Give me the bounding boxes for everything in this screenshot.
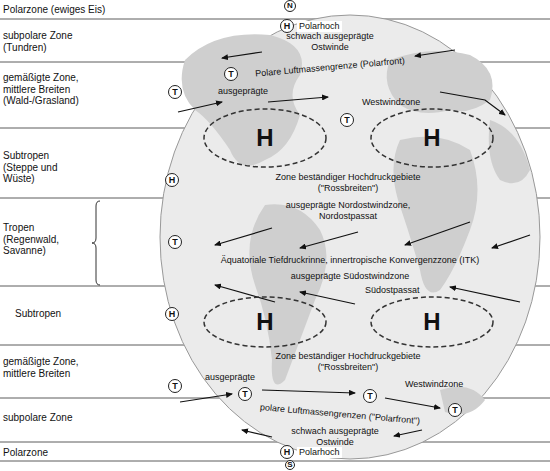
zone-label: gemäßigte Zone, mittlere Breiten — [3, 356, 103, 379]
zone-label: Polarzone (ewiges Eis) — [3, 4, 105, 16]
pressure-symbol: T — [448, 403, 462, 417]
high-letter: H — [256, 310, 273, 334]
circulation-label: ausgeprägte — [205, 372, 255, 383]
pressure-letter: H — [284, 22, 291, 31]
pressure-symbol: H — [165, 307, 179, 321]
high-letter: H — [256, 126, 273, 150]
pressure-letter: H — [169, 176, 176, 185]
high-pressure-zone: H — [370, 296, 494, 348]
high-pressure-zone: H — [203, 296, 327, 348]
pressure-letter: S — [287, 461, 292, 469]
pressure-symbol: T — [168, 235, 182, 249]
pressure-symbol: T — [363, 389, 377, 403]
pressure-letter: H — [284, 448, 291, 457]
zone-label: gemäßigte Zone, mittlere Breiten (Wald-/… — [3, 72, 103, 107]
zone-label: Tropen (Regenwald, Savanne) — [3, 222, 81, 257]
globe — [160, 15, 540, 459]
pressure-letter: T — [367, 392, 373, 401]
pressure-letter: T — [242, 390, 248, 399]
circulation-label: Zone beständiger Hochdruckgebiete ("Ross… — [263, 172, 433, 193]
wind-arrows — [178, 50, 530, 437]
pressure-symbol: S — [285, 460, 295, 470]
high-letter: H — [423, 310, 440, 334]
zone-label: Polarzone — [3, 447, 48, 459]
high-pressure-zone: H — [203, 108, 327, 168]
pressure-symbol: T — [340, 113, 354, 127]
pressure-letter: T — [228, 70, 234, 79]
pressure-letter: T — [172, 238, 178, 247]
circulation-label: Zone beständiger Hochdruckgebiete ("Ross… — [263, 351, 433, 372]
pressure-symbol: H — [165, 173, 179, 187]
circulation-label: Westwindzone — [405, 379, 463, 390]
continents — [182, 34, 530, 414]
pressure-letter: T — [172, 382, 178, 391]
pressure-letter: T — [344, 116, 350, 125]
pressure-symbol: T — [238, 387, 252, 401]
circulation-label: Äquatoriale Tiefdruckrinne, innertropisc… — [185, 255, 515, 266]
high-letter: H — [423, 126, 440, 150]
circulation-label: ausgeprägte Nordostwindzone, Nordostpass… — [278, 200, 418, 221]
pressure-letter: T — [452, 406, 458, 415]
pressure-symbol: T — [224, 67, 238, 81]
pressure-letter: T — [172, 88, 178, 97]
circulation-label: schwach ausgeprägte Ostwinde — [285, 426, 385, 447]
high-pressure-zone: H — [370, 108, 494, 168]
circulation-label: Südostpassat — [365, 285, 420, 296]
pressure-symbol: T — [168, 379, 182, 393]
circulation-label: ausgeprägte Südostwindzone — [250, 271, 450, 282]
circulation-label: Westwindzone — [362, 97, 420, 108]
pressure-symbol: N — [284, 0, 296, 12]
pressure-letter: H — [169, 310, 176, 319]
zone-label: Subtropen — [15, 308, 61, 320]
zone-label: subpolare Zone — [3, 412, 73, 424]
pressure-symbol: H — [280, 445, 294, 459]
circulation-label: schwach ausgeprägte Ostwinde — [280, 31, 380, 52]
circulation-label: ausgeprägte — [218, 86, 268, 97]
tropics-bracket — [92, 201, 100, 285]
circulation-label: Polarhoch — [297, 447, 342, 458]
pressure-symbol: T — [168, 85, 182, 99]
zone-label: Subtropen (Steppe und Wüste) — [3, 150, 81, 185]
pressure-symbol: H — [280, 19, 294, 33]
zone-label: subpolare Zone (Tundren) — [3, 30, 103, 53]
circulation-label: Polarhoch — [297, 21, 342, 32]
pressure-letter: N — [287, 2, 293, 10]
